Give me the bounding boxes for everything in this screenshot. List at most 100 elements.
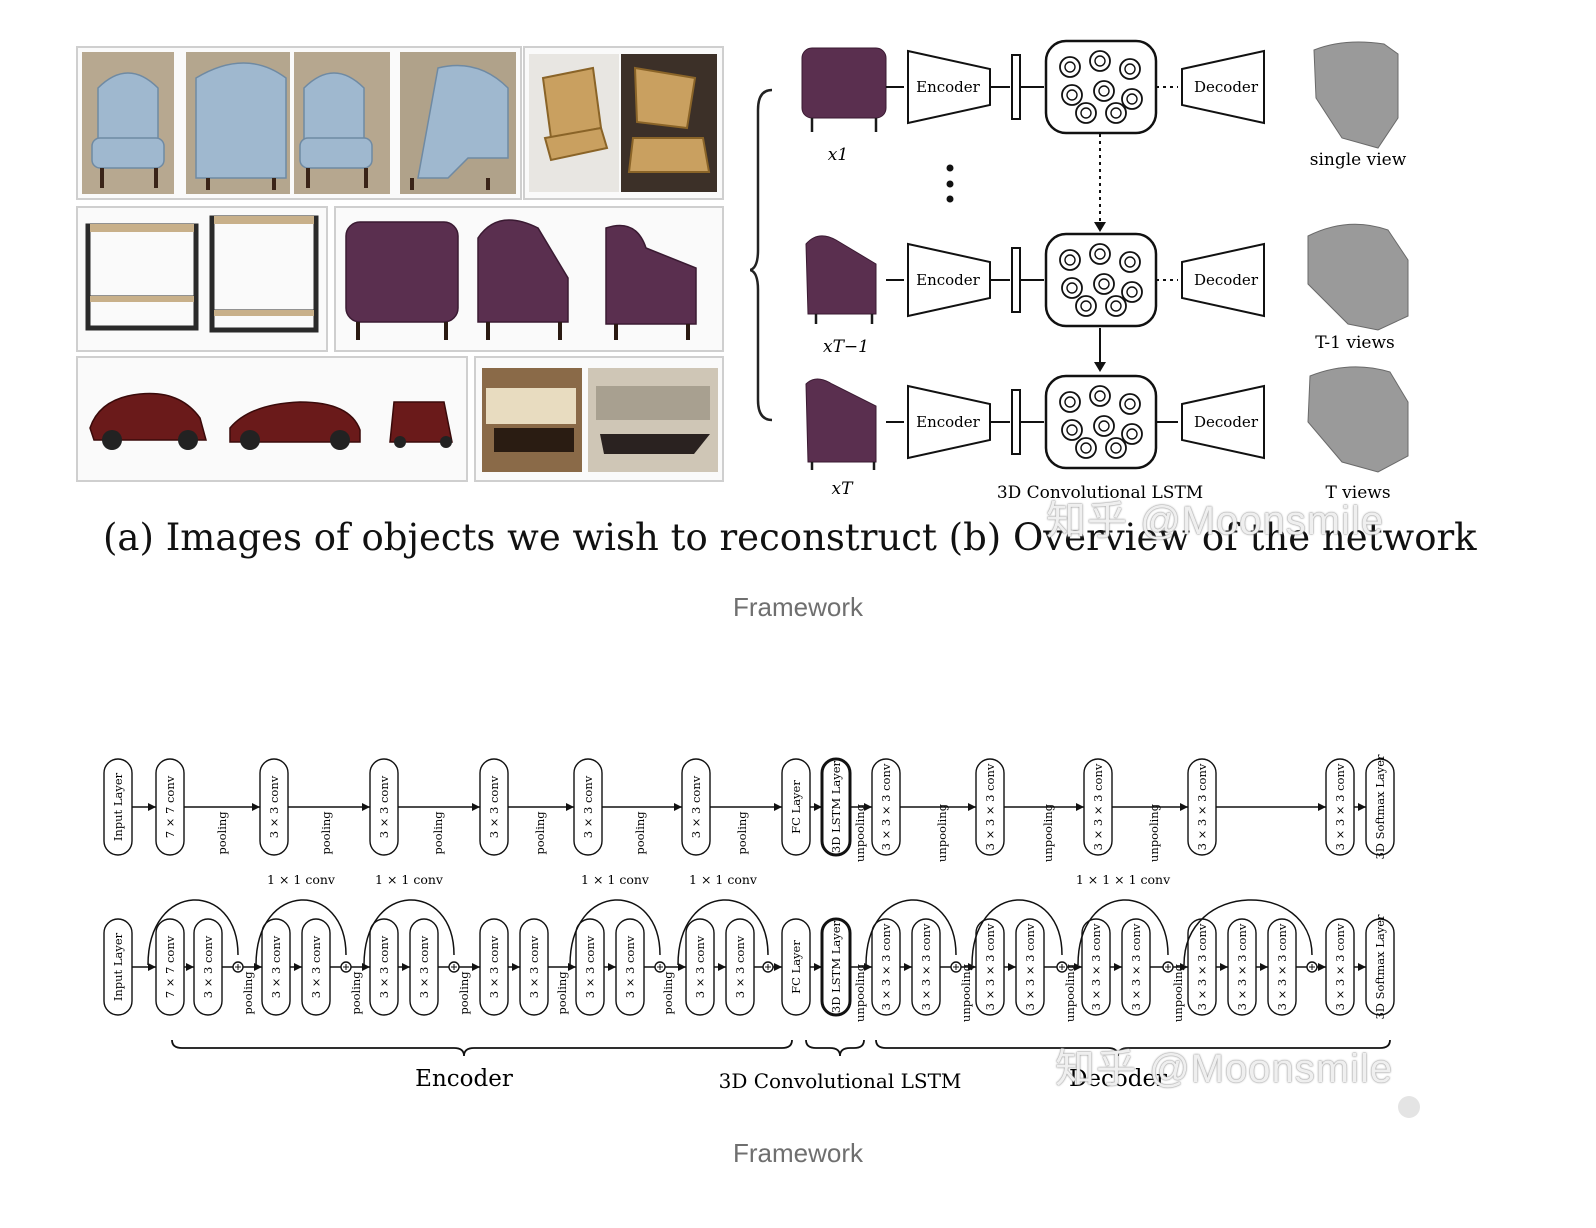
encoder-label: Encoder	[916, 271, 981, 289]
lstm-unit-inner-icon	[1094, 248, 1106, 260]
output-label-2: T-1 views	[1315, 333, 1395, 353]
layer-label: 3D Softmax Layer	[1373, 914, 1387, 1020]
arrowhead	[512, 963, 520, 971]
decoder-block	[1181, 49, 1265, 125]
pooling-label: unpooling	[1041, 803, 1055, 862]
arrowhead	[864, 963, 872, 971]
arrowhead	[1358, 803, 1366, 811]
arrowhead	[674, 803, 682, 811]
lstm-unit-inner-icon	[1080, 300, 1092, 312]
layer-label: 3 × 3 × 3 conv	[1023, 923, 1037, 1010]
layer-label: 3 × 3 conv	[581, 775, 595, 838]
layer-label: 3 × 3 conv	[309, 935, 323, 998]
blue-armchair-photos-panel	[76, 46, 522, 200]
arrowhead	[148, 963, 156, 971]
fc-bar	[1011, 389, 1021, 455]
layer-label: 3 × 3 × 3 conv	[1091, 763, 1105, 850]
layer-label: 3 × 3 conv	[487, 775, 501, 838]
blue-armchair-photos	[82, 52, 516, 194]
layer-label: FC Layer	[789, 940, 803, 994]
decoder-label: Decoder	[1194, 413, 1259, 431]
layer-label: 3 × 3 conv	[267, 775, 281, 838]
wooden-chair-photos	[529, 54, 717, 192]
decoder-label: Decoder	[1194, 271, 1259, 289]
layer-label: 3 × 3 conv	[733, 935, 747, 998]
lstm-overview-label: 3D Convolutional LSTM	[997, 483, 1203, 503]
layer-label: 3 × 3 × 3 conv	[983, 923, 997, 1010]
encoder-label: Encoder	[916, 413, 981, 431]
arrowhead	[968, 963, 976, 971]
skip-label: 1 × 1 conv	[267, 872, 336, 887]
arrowhead	[774, 963, 782, 971]
layer-box	[103, 918, 133, 1016]
layer-label: 3D LSTM Layer	[829, 920, 843, 1013]
group-label: 3D Convolutional LSTM	[719, 1069, 962, 1093]
lstm-unit-inner-icon	[1066, 282, 1078, 294]
layer-label: 3 × 3 × 3 conv	[919, 923, 933, 1010]
arrowhead	[1220, 963, 1228, 971]
layer-label: 3D LSTM Layer	[829, 760, 843, 853]
pooling-label: pooling	[735, 811, 749, 855]
pooling-label: pooling	[555, 971, 569, 1015]
watermark-top: 知乎 @Moonsmile	[1046, 499, 1385, 543]
encoder-block	[907, 242, 991, 318]
lstm-unit-inner-icon	[1064, 396, 1076, 408]
arrowhead	[864, 803, 872, 811]
lstm-unit-inner-icon	[1080, 107, 1092, 119]
output-label-1: single view	[1310, 150, 1407, 170]
lstm-unit-inner-icon	[1110, 107, 1122, 119]
corner-dot	[1398, 1096, 1420, 1118]
architecture-diagram: Input Layer 7 × 7 conv pooling 3 × 3 conv po…	[103, 754, 1395, 1093]
layer-label: 3D Softmax Layer	[1373, 754, 1387, 860]
arrowhead	[1076, 803, 1084, 811]
arrowhead	[1008, 963, 1016, 971]
arrowhead	[294, 963, 302, 971]
input-label-2: xT−1	[823, 337, 869, 357]
layer-label: 3 × 3 conv	[487, 935, 501, 998]
skip-label: 1 × 1 conv	[689, 872, 758, 887]
layer-label: 7 × 7 conv	[163, 775, 177, 838]
pooling-label: unpooling	[853, 803, 867, 862]
arrowhead	[148, 803, 156, 811]
lstm-unit-inner-icon	[1098, 420, 1110, 432]
arrowhead	[472, 963, 480, 971]
arrowhead	[608, 963, 616, 971]
lstm-unit-inner-icon	[1098, 85, 1110, 97]
arrowhead	[254, 963, 262, 971]
lstm-unit-inner-icon	[1126, 93, 1138, 105]
encoder-label: Encoder	[916, 78, 981, 96]
arrowhead	[472, 803, 480, 811]
skip-label: 1 × 1 conv	[581, 872, 650, 887]
side-table-photos-panel	[76, 206, 328, 352]
fc-bar	[1011, 247, 1021, 313]
lstm-unit-inner-icon	[1094, 390, 1106, 402]
layer-label: 3 × 3 × 3 conv	[879, 763, 893, 850]
skip-connection	[569, 899, 661, 966]
arrowhead	[1318, 803, 1326, 811]
fc-bar	[1011, 54, 1021, 120]
arrowhead	[1180, 803, 1188, 811]
layer-label: Input Layer	[111, 772, 125, 841]
lstm-unit-inner-icon	[1064, 254, 1076, 266]
object-images-figure	[0, 0, 760, 520]
lstm-unit-inner-icon	[1126, 428, 1138, 440]
lstm-unit-inner-icon	[1126, 286, 1138, 298]
layer-label: FC Layer	[789, 780, 803, 834]
arrowhead	[566, 803, 574, 811]
skip-label: 1 × 1 × 1 conv	[1076, 872, 1171, 887]
pooling-label: unpooling	[1171, 963, 1185, 1022]
pooling-label: unpooling	[1063, 963, 1077, 1022]
lstm-unit-inner-icon	[1094, 55, 1106, 67]
group-brace	[171, 1039, 793, 1057]
layer-label: 3 × 3 conv	[377, 935, 391, 998]
pooling-label: unpooling	[853, 963, 867, 1022]
layer-label: 3 × 3 × 3 conv	[983, 763, 997, 850]
pooling-label: unpooling	[1147, 803, 1161, 862]
caption-framework-2: Framework	[732, 1138, 863, 1168]
arrowhead	[1074, 963, 1082, 971]
arrowhead	[904, 963, 912, 971]
layer-label: 3 × 3 conv	[689, 775, 703, 838]
layer-label: 3 × 3 × 3 conv	[1235, 923, 1249, 1010]
caption-framework-1: Framework	[732, 592, 863, 622]
arrowhead	[402, 963, 410, 971]
